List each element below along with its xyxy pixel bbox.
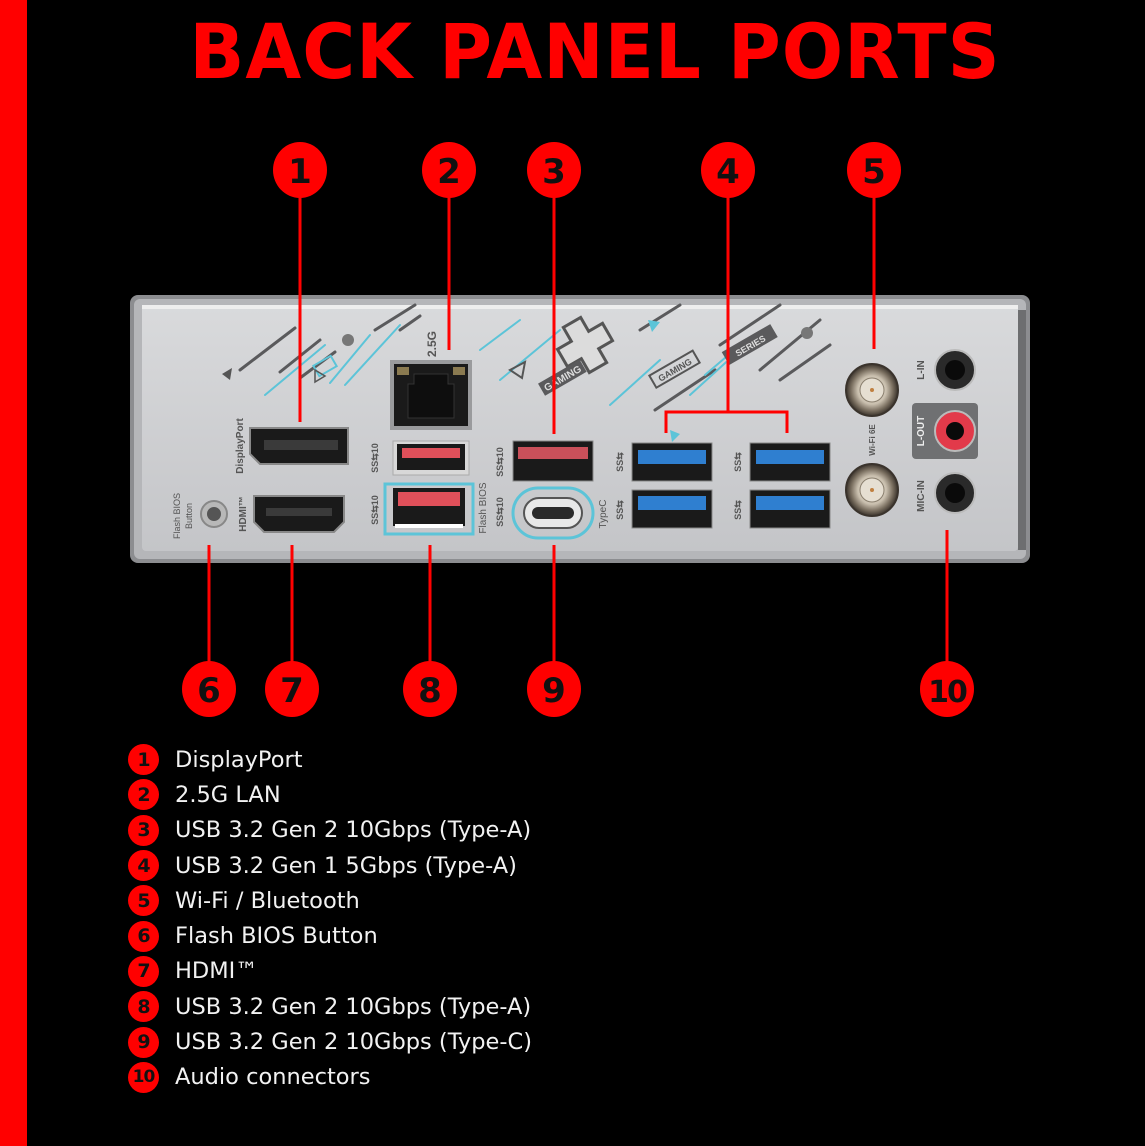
legend-label: DisplayPort [175, 746, 303, 773]
callout-badge-9: 9 [527, 661, 581, 717]
leader-line-4-bracket [664, 410, 789, 433]
legend-item: 7 HDMI™ [128, 954, 532, 989]
hdmi-port: HDMI™ [238, 495, 345, 533]
legend-item: 1 DisplayPort [128, 742, 532, 777]
svg-text:5: 5 [862, 152, 886, 192]
callout-badge-8: 8 [403, 661, 457, 717]
svg-text:L-OUT: L-OUT [916, 416, 927, 447]
audio-line-out: L-OUT [912, 403, 978, 459]
svg-text:DisplayPort: DisplayPort [235, 418, 246, 474]
svg-text:MIC-IN: MIC-IN [916, 480, 927, 512]
svg-text:1: 1 [288, 152, 312, 192]
svg-text:SS⇆: SS⇆ [615, 500, 625, 520]
legend-label: USB 3.2 Gen 1 5Gbps (Type-A) [175, 852, 517, 879]
wifi-antenna-connectors: Wi-Fi 6E [845, 363, 899, 517]
svg-text:2.5G: 2.5G [425, 331, 439, 357]
legend-label: Flash BIOS Button [175, 923, 378, 950]
svg-text:Button: Button [184, 503, 194, 529]
usb-gen2-port-upper-left: SS⇆10 [370, 440, 470, 476]
legend-item: 9 USB 3.2 Gen 2 10Gbps (Type-C) [128, 1024, 532, 1059]
svg-text:TypeC: TypeC [598, 500, 609, 529]
displayport-port: DisplayPort [235, 418, 349, 474]
legend-item: 5 Wi-Fi / Bluetooth [128, 883, 532, 918]
svg-text:7: 7 [280, 671, 304, 711]
usb-gen2-port-flash-bios: SS⇆10 Flash BIOS [370, 482, 489, 536]
svg-text:SS⇆10: SS⇆10 [370, 495, 380, 525]
legend-number-badge: 4 [128, 850, 159, 882]
legend-label: Audio connectors [175, 1064, 371, 1091]
legend-number-badge: 3 [128, 814, 159, 846]
legend-label: USB 3.2 Gen 2 10Gbps (Type-A) [175, 993, 532, 1020]
legend-label: 2.5G LAN [175, 781, 281, 808]
svg-text:2: 2 [437, 152, 461, 192]
svg-text:L-IN: L-IN [916, 360, 927, 379]
svg-text:8: 8 [418, 671, 442, 711]
side-accent-bar [0, 0, 27, 1146]
svg-text:3: 3 [542, 152, 566, 192]
legend-number-badge: 10 [128, 1061, 159, 1093]
usb-gen2-port-callout-3: SS⇆10 [495, 440, 594, 482]
legend-label: Wi-Fi / Bluetooth [175, 887, 360, 914]
audio-mic-in: MIC-IN [916, 472, 976, 514]
svg-text:Flash BIOS: Flash BIOS [478, 482, 489, 533]
callout-badge-4: 4 [701, 142, 755, 198]
callout-badge-7: 7 [265, 661, 319, 717]
page-title: BACK PANEL PORTS [189, 7, 1001, 96]
usb-gen1-ports: SS⇆ SS⇆ SS⇆ SS⇆ [615, 442, 831, 529]
legend-label: USB 3.2 Gen 2 10Gbps (Type-C) [175, 1029, 533, 1056]
svg-text:4: 4 [716, 152, 740, 192]
svg-text:HDMI™: HDMI™ [238, 496, 249, 532]
callout-badge-10: 10 [920, 661, 974, 717]
svg-text:Wi-Fi 6E: Wi-Fi 6E [868, 424, 877, 456]
svg-text:SS⇆10: SS⇆10 [370, 443, 380, 473]
svg-text:SS⇆: SS⇆ [733, 500, 743, 520]
legend-item: 8 USB 3.2 Gen 2 10Gbps (Type-A) [128, 989, 532, 1024]
svg-text:6: 6 [197, 671, 221, 711]
svg-text:Flash BIOS: Flash BIOS [172, 493, 182, 539]
legend-number-badge: 6 [128, 920, 159, 952]
legend-number-badge: 9 [128, 1026, 159, 1058]
callout-badges: 1 2 3 4 5 6 7 8 9 10 [182, 142, 974, 717]
callout-badge-2: 2 [422, 142, 476, 198]
legend-number-badge: 2 [128, 779, 159, 811]
svg-text:SS⇆10: SS⇆10 [495, 447, 505, 477]
callout-badge-3: 3 [527, 142, 581, 198]
usb-gen1-port-3: SS⇆ [615, 489, 713, 529]
legend-item: 2 2.5G LAN [128, 777, 532, 812]
legend-item: 4 USB 3.2 Gen 1 5Gbps (Type-A) [128, 848, 532, 883]
audio-line-in: L-IN [916, 349, 976, 391]
legend-item: 6 Flash BIOS Button [128, 918, 532, 953]
usb-gen1-port-4: SS⇆ [733, 489, 831, 529]
svg-text:SS⇆10: SS⇆10 [495, 497, 505, 527]
callout-badge-5: 5 [847, 142, 901, 198]
legend-number-badge: 1 [128, 744, 159, 776]
svg-text:SS⇆: SS⇆ [733, 452, 743, 472]
legend-number-badge: 8 [128, 991, 159, 1023]
svg-text:9: 9 [542, 671, 566, 711]
lan-port: 2.5G [390, 331, 472, 430]
svg-text:SS⇆: SS⇆ [615, 452, 625, 472]
svg-text:10: 10 [928, 675, 967, 710]
callout-badge-6: 6 [182, 661, 236, 717]
legend-number-badge: 5 [128, 885, 159, 917]
legend-label: USB 3.2 Gen 2 10Gbps (Type-A) [175, 817, 532, 844]
flash-bios-button: Flash BIOS Button [172, 493, 228, 539]
callout-badge-1: 1 [273, 142, 327, 198]
legend-item: 10 Audio connectors [128, 1060, 532, 1095]
legend-number-badge: 7 [128, 955, 159, 987]
usb-gen1-port-1: SS⇆ [615, 442, 713, 482]
usb-gen1-port-2: SS⇆ [733, 442, 831, 482]
legend-label: HDMI™ [175, 958, 258, 985]
usb-typec-port: SS⇆10 TypeC [495, 486, 609, 540]
callout-lines [207, 196, 949, 664]
audio-connectors: L-IN L-OUT MIC-IN [912, 349, 978, 514]
legend-item: 3 USB 3.2 Gen 2 10Gbps (Type-A) [128, 813, 532, 848]
